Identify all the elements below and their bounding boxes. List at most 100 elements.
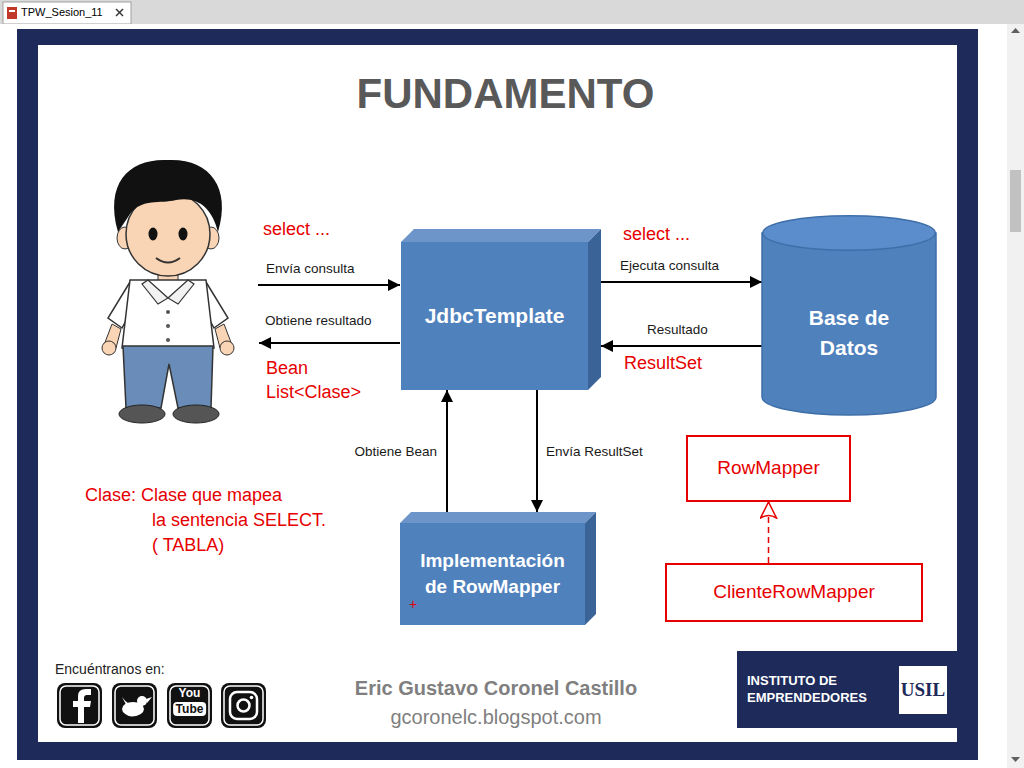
box-top	[400, 512, 596, 523]
node-content: INSTITUTO DE EMPRENDEDORES USIL	[737, 651, 957, 728]
box-front	[401, 242, 588, 390]
node-content: Base de Datos	[762, 251, 936, 415]
slide-title: FUNDAMENTO	[46, 70, 965, 118]
node-label: JdbcTemplate	[425, 302, 565, 329]
result-note: Bean	[266, 358, 308, 379]
boy-illustration	[156, 258, 180, 263]
cylinder-body	[762, 233, 936, 415]
node-content: Implementación de RowMapper	[400, 523, 585, 625]
youtube-text: Tube	[173, 702, 207, 716]
user-arrows	[259, 342, 400, 344]
social-icons	[238, 700, 250, 712]
node-label: INSTITUTO DE EMPRENDEDORES	[747, 673, 882, 706]
node-content: ClienteRowMapper	[667, 565, 921, 620]
boy-illustration	[102, 160, 234, 423]
node-content: JdbcTemplate	[401, 242, 588, 390]
edge-label: Obtiene Bean	[352, 444, 439, 459]
flow-arrow	[601, 281, 762, 283]
edge-label: Ejecuta consulta	[618, 258, 721, 273]
social-icons	[124, 712, 140, 717]
plus-mark: +	[409, 596, 417, 612]
flow-label: Envía consulta	[266, 261, 355, 276]
result-note: ResultSet	[624, 353, 702, 374]
boy-illustration	[114, 160, 222, 232]
edge-label: Envía ResultSet	[544, 444, 645, 459]
boy-illustration	[149, 228, 158, 241]
window-chrome	[0, 24, 1007, 768]
interface-box: RowMapper	[686, 435, 851, 502]
window-chrome	[3, 2, 131, 24]
social-caption: Encuéntranos en:	[55, 661, 165, 677]
definition-note: la sentencia SELECT.	[152, 510, 326, 531]
box-side	[588, 229, 601, 390]
flow-arrow	[446, 390, 448, 512]
youtube-text: You	[179, 686, 201, 700]
tab-title: TPW_Sesion_11	[21, 6, 103, 18]
social-icons	[60, 686, 99, 725]
box-side	[585, 512, 596, 625]
node-label: RowMapper	[717, 456, 819, 481]
boy-illustration	[166, 338, 170, 342]
definition-note: ( TABLA)	[152, 535, 224, 556]
realization-arrow	[768, 502, 770, 563]
social-icons	[230, 692, 257, 719]
boy-illustration	[123, 346, 213, 408]
user-arrows	[258, 285, 400, 343]
author-site: gcoronelc.blogspot.com	[390, 706, 601, 729]
box-front	[400, 523, 585, 625]
logo-box: INSTITUTO DE EMPRENDEDORES USIL	[737, 651, 957, 728]
social-icons	[146, 697, 152, 703]
boy-illustration	[122, 280, 214, 348]
social-icons	[115, 686, 154, 725]
node-label: ClienteRowMapper	[713, 580, 875, 605]
logo-mark: USIL	[899, 666, 947, 714]
window-chrome	[0, 0, 1024, 24]
cylinder-top	[763, 216, 936, 251]
window-chrome	[1010, 170, 1021, 232]
social-icons	[57, 683, 266, 728]
window-chrome	[1011, 28, 1020, 33]
boy-illustration	[168, 280, 194, 304]
slide-frame	[17, 29, 978, 760]
result-note: List<Clase>	[266, 382, 361, 403]
node-label: Base de Datos	[784, 303, 914, 364]
boy-illustration	[166, 310, 170, 314]
boy-illustration	[166, 324, 170, 328]
window-chrome	[9, 10, 15, 12]
slide-frame	[38, 45, 957, 742]
node-label: Implementación de RowMapper	[413, 548, 573, 599]
window-chrome	[116, 9, 123, 16]
node-content: RowMapper	[688, 437, 849, 500]
social-icons	[73, 689, 91, 723]
boy-illustration	[173, 405, 219, 423]
social-icons	[167, 683, 212, 728]
author-name: Eric Gustavo Coronel Castillo	[355, 677, 637, 700]
user-arrows	[258, 284, 400, 286]
window-chrome	[7, 7, 17, 19]
query-note: select ...	[263, 219, 330, 240]
query-note: select ...	[623, 224, 690, 245]
boy-illustration	[102, 341, 116, 355]
social-icons	[57, 683, 102, 728]
flow-label: Obtiene resultado	[265, 313, 372, 328]
flow-arrow	[601, 345, 762, 347]
definition-note: Clase: Clase que mapea	[85, 485, 282, 506]
flow-arrow	[536, 390, 538, 512]
window-chrome	[1011, 757, 1020, 762]
process-box: Implementación de RowMapper	[400, 512, 596, 625]
slide-frame	[17, 29, 978, 760]
social-icons	[122, 697, 138, 712]
social-icons	[137, 696, 147, 706]
process-box: JdbcTemplate	[401, 229, 601, 390]
boy-illustration	[119, 405, 165, 423]
class-box: ClienteRowMapper	[665, 563, 923, 622]
social-icons	[224, 686, 263, 725]
window-chrome	[1007, 24, 1024, 768]
social-icons	[221, 683, 266, 728]
boy-illustration	[179, 228, 188, 241]
edge-label: Resultado	[645, 322, 710, 337]
boy-illustration	[220, 341, 234, 355]
social-icons	[170, 686, 209, 725]
